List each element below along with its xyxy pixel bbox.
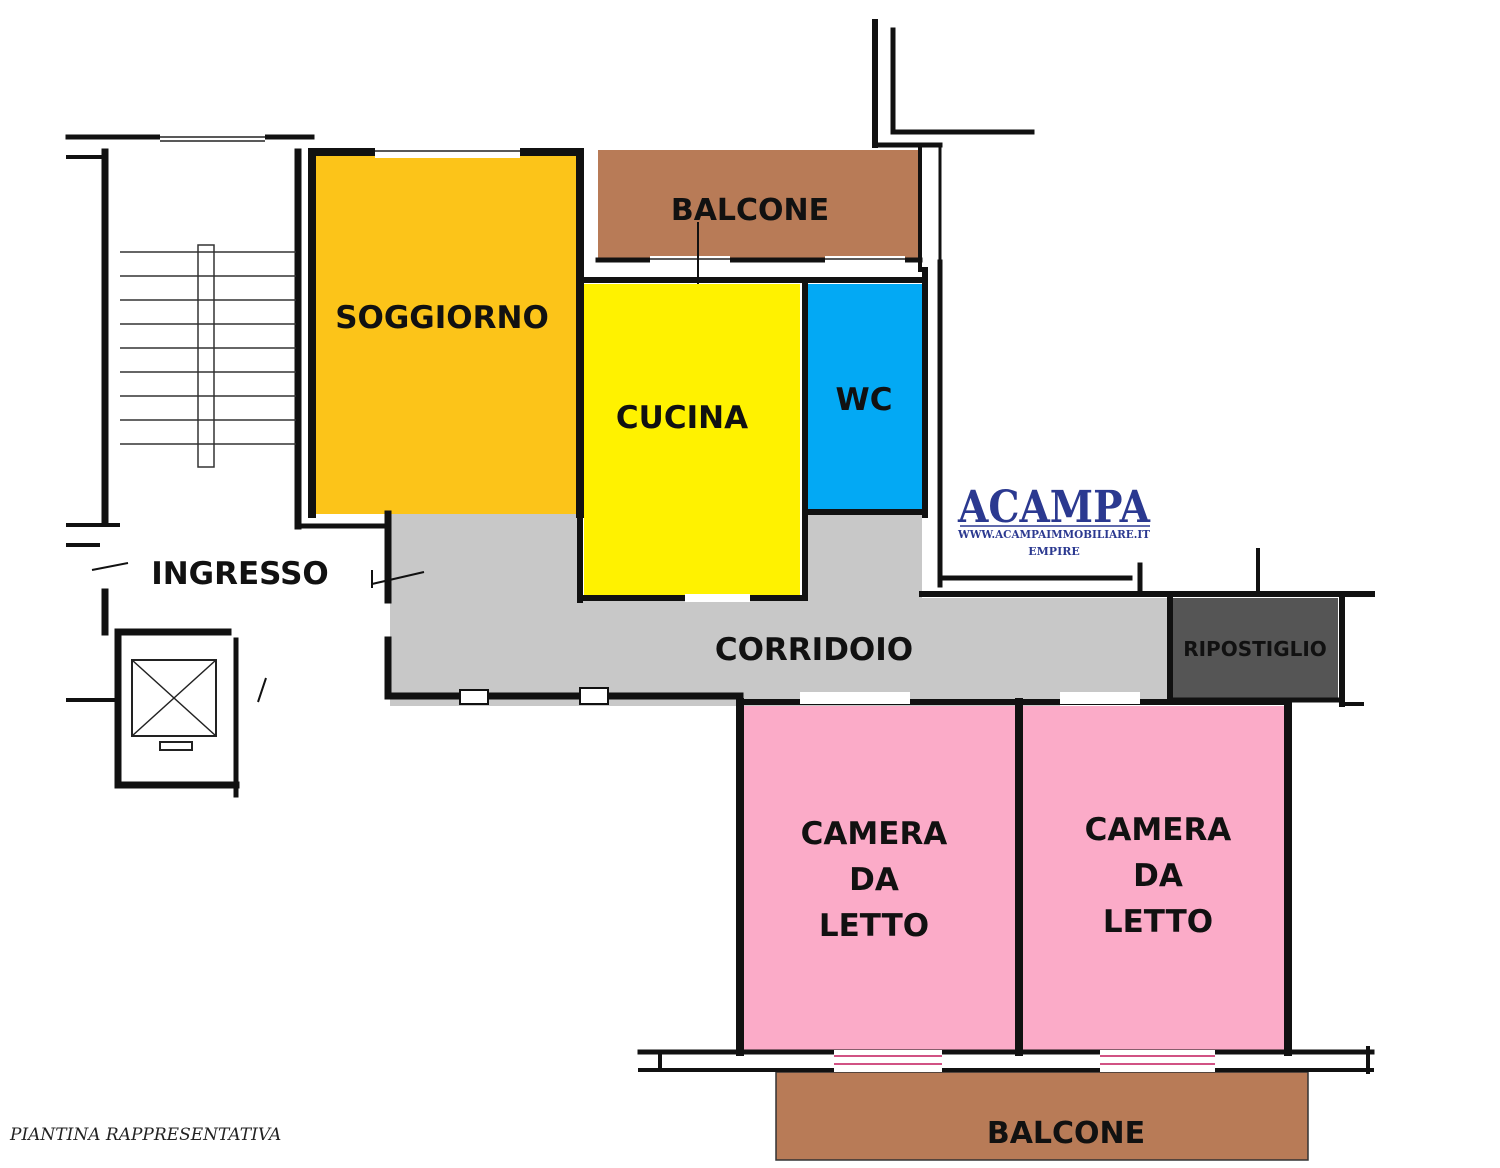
camera-1-label: CAMERA DA LETTO — [801, 816, 948, 944]
camera-2-label-line-3: LETTO — [1103, 904, 1213, 940]
cucina-label: CUCINA — [616, 400, 748, 436]
wc-label: WC — [836, 382, 893, 418]
camera-2-label: CAMERA DA LETTO — [1085, 812, 1232, 940]
ingresso-label: INGRESSO — [151, 556, 329, 592]
soggiorno-fill — [316, 156, 576, 514]
balcone-top-fill — [598, 150, 920, 260]
camera-1-label-line-3: LETTO — [819, 908, 929, 944]
logo-website: WWW.ACAMPAIMMOBILIARE.IT — [957, 528, 1151, 541]
cucina-fill — [584, 284, 800, 596]
window-glazing — [160, 136, 1215, 1065]
camera-2-label-line-2: DA — [1133, 858, 1183, 894]
camera-1-label-line-1: CAMERA — [801, 816, 948, 852]
ripostiglio-fill — [1173, 598, 1338, 700]
doors — [91, 222, 699, 705]
camera-1-fill — [744, 706, 1016, 1050]
camera-2-label-line-1: CAMERA — [1085, 812, 1232, 848]
balcone-bottom-label: BALCONE — [987, 1116, 1145, 1151]
balcone-top-label: BALCONE — [671, 193, 829, 228]
wc-fill — [806, 284, 922, 512]
camera-1-label-line-2: DA — [849, 862, 899, 898]
soggiorno-label: SOGGIORNO — [335, 300, 549, 336]
camera-2-fill — [1022, 706, 1284, 1050]
corridoio-label: CORRIDOIO — [715, 632, 913, 668]
footer-note: PIANTINA RAPPRESENTATIVA — [9, 1125, 281, 1145]
ripostiglio-label: RIPOSTIGLIO — [1183, 637, 1327, 661]
corridoio-fill — [390, 512, 1170, 706]
agency-logo: ACAMPA WWW.ACAMPAIMMOBILIARE.IT EMPIRE — [957, 482, 1151, 558]
logo-sub: EMPIRE — [1028, 545, 1080, 558]
elevator — [131, 659, 217, 751]
logo-brand: ACAMPA — [957, 482, 1151, 533]
stairs — [120, 244, 296, 468]
walls — [65, 19, 1375, 1074]
